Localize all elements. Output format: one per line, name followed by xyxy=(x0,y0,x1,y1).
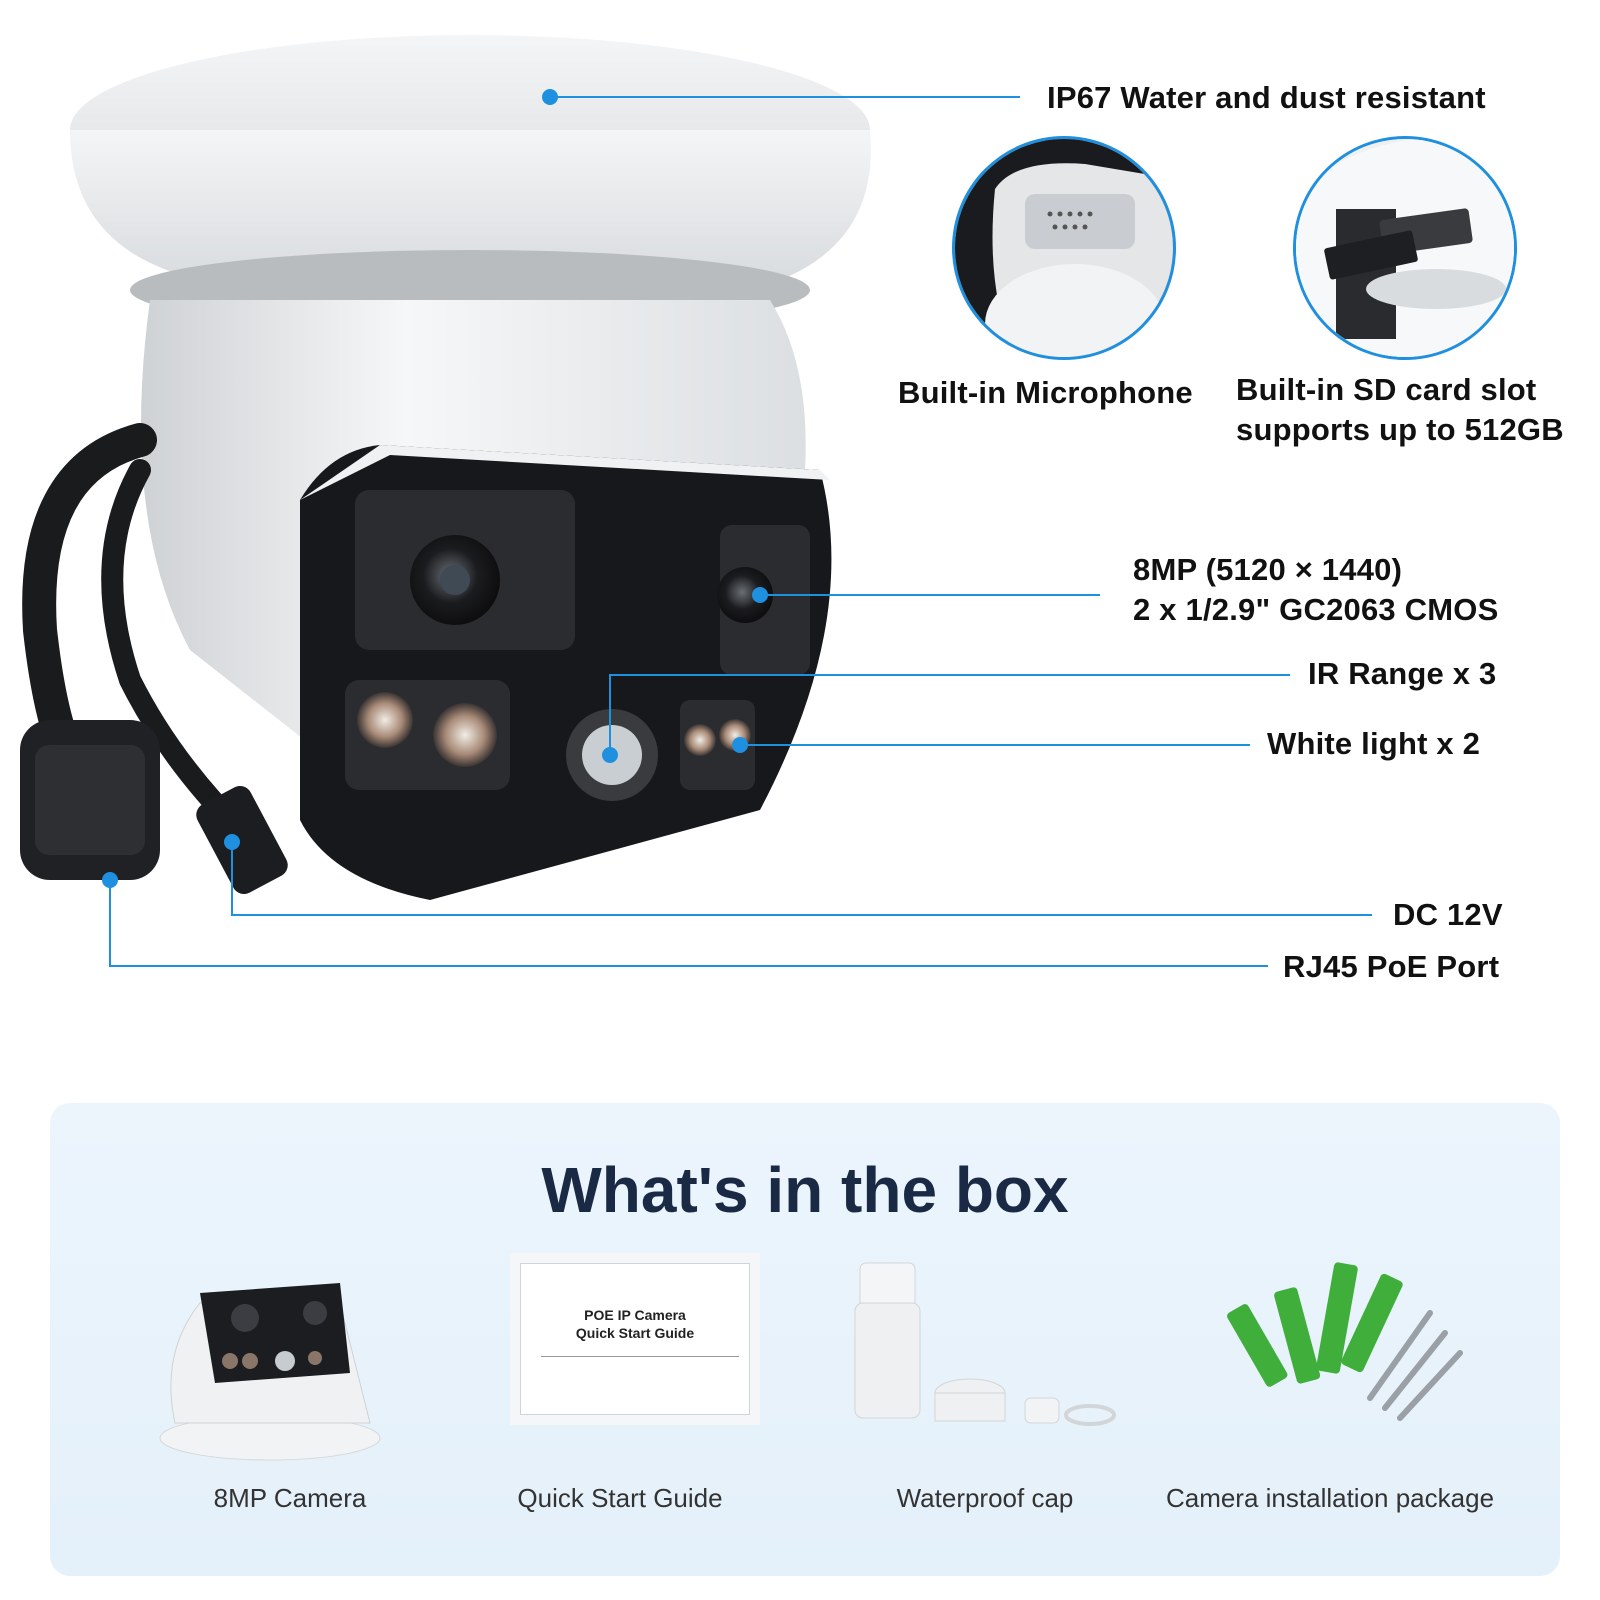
feature-sensor-line1: 8MP (5120 × 1440) xyxy=(1133,552,1403,587)
box-title: What's in the box xyxy=(541,1154,1069,1226)
box-item-guide: POE IP Camera Quick Start Guide Quick St… xyxy=(450,1243,790,1553)
camera-thumbnail xyxy=(159,1283,381,1461)
screws-anchors-thumbnail xyxy=(1227,1262,1463,1421)
guide-card: POE IP Camera Quick Start Guide xyxy=(520,1263,750,1415)
sd-card-inset xyxy=(1293,136,1517,360)
microphone-inset xyxy=(952,136,1176,360)
box-item-cap-label: Waterproof cap xyxy=(896,1483,1074,1513)
feature-ir-range: IR Range x 3 xyxy=(1308,656,1497,691)
feature-sd-line1: Built-in SD card slot xyxy=(1236,372,1537,407)
feature-rj45: RJ45 PoE Port xyxy=(1283,949,1500,984)
callout-lines xyxy=(102,89,1372,967)
guide-card-line2: Quick Start Guide xyxy=(575,1325,695,1341)
sd-card-image xyxy=(1296,139,1514,357)
waterproof-cap-thumbnail xyxy=(854,1262,1116,1426)
box-contents-panel: What's in the box 8MP Camera POE IP Came… xyxy=(50,1103,1560,1576)
feature-sensor-line2: 2 x 1/2.9" GC2063 CMOS xyxy=(1133,592,1499,627)
feature-ip67: IP67 Water and dust resistant xyxy=(1047,80,1486,115)
box-item-package: Camera installation package xyxy=(1160,1243,1500,1553)
box-item-camera-label: 8MP Camera xyxy=(213,1483,367,1513)
feature-white-light: White light x 2 xyxy=(1267,726,1481,761)
box-item-guide-label: Quick Start Guide xyxy=(517,1483,723,1513)
camera-illustration xyxy=(20,35,871,900)
box-item-package-label: Camera installation package xyxy=(1165,1483,1495,1513)
microphone-image xyxy=(955,139,1173,357)
box-item-camera: 8MP Camera xyxy=(120,1243,460,1553)
guide-card-line1: POE IP Camera xyxy=(584,1307,686,1323)
box-item-cap: Waterproof cap xyxy=(815,1243,1155,1553)
feature-sd-line2: supports up to 512GB xyxy=(1236,412,1564,447)
feature-dc12v: DC 12V xyxy=(1393,897,1503,932)
feature-microphone: Built-in Microphone xyxy=(898,375,1193,410)
